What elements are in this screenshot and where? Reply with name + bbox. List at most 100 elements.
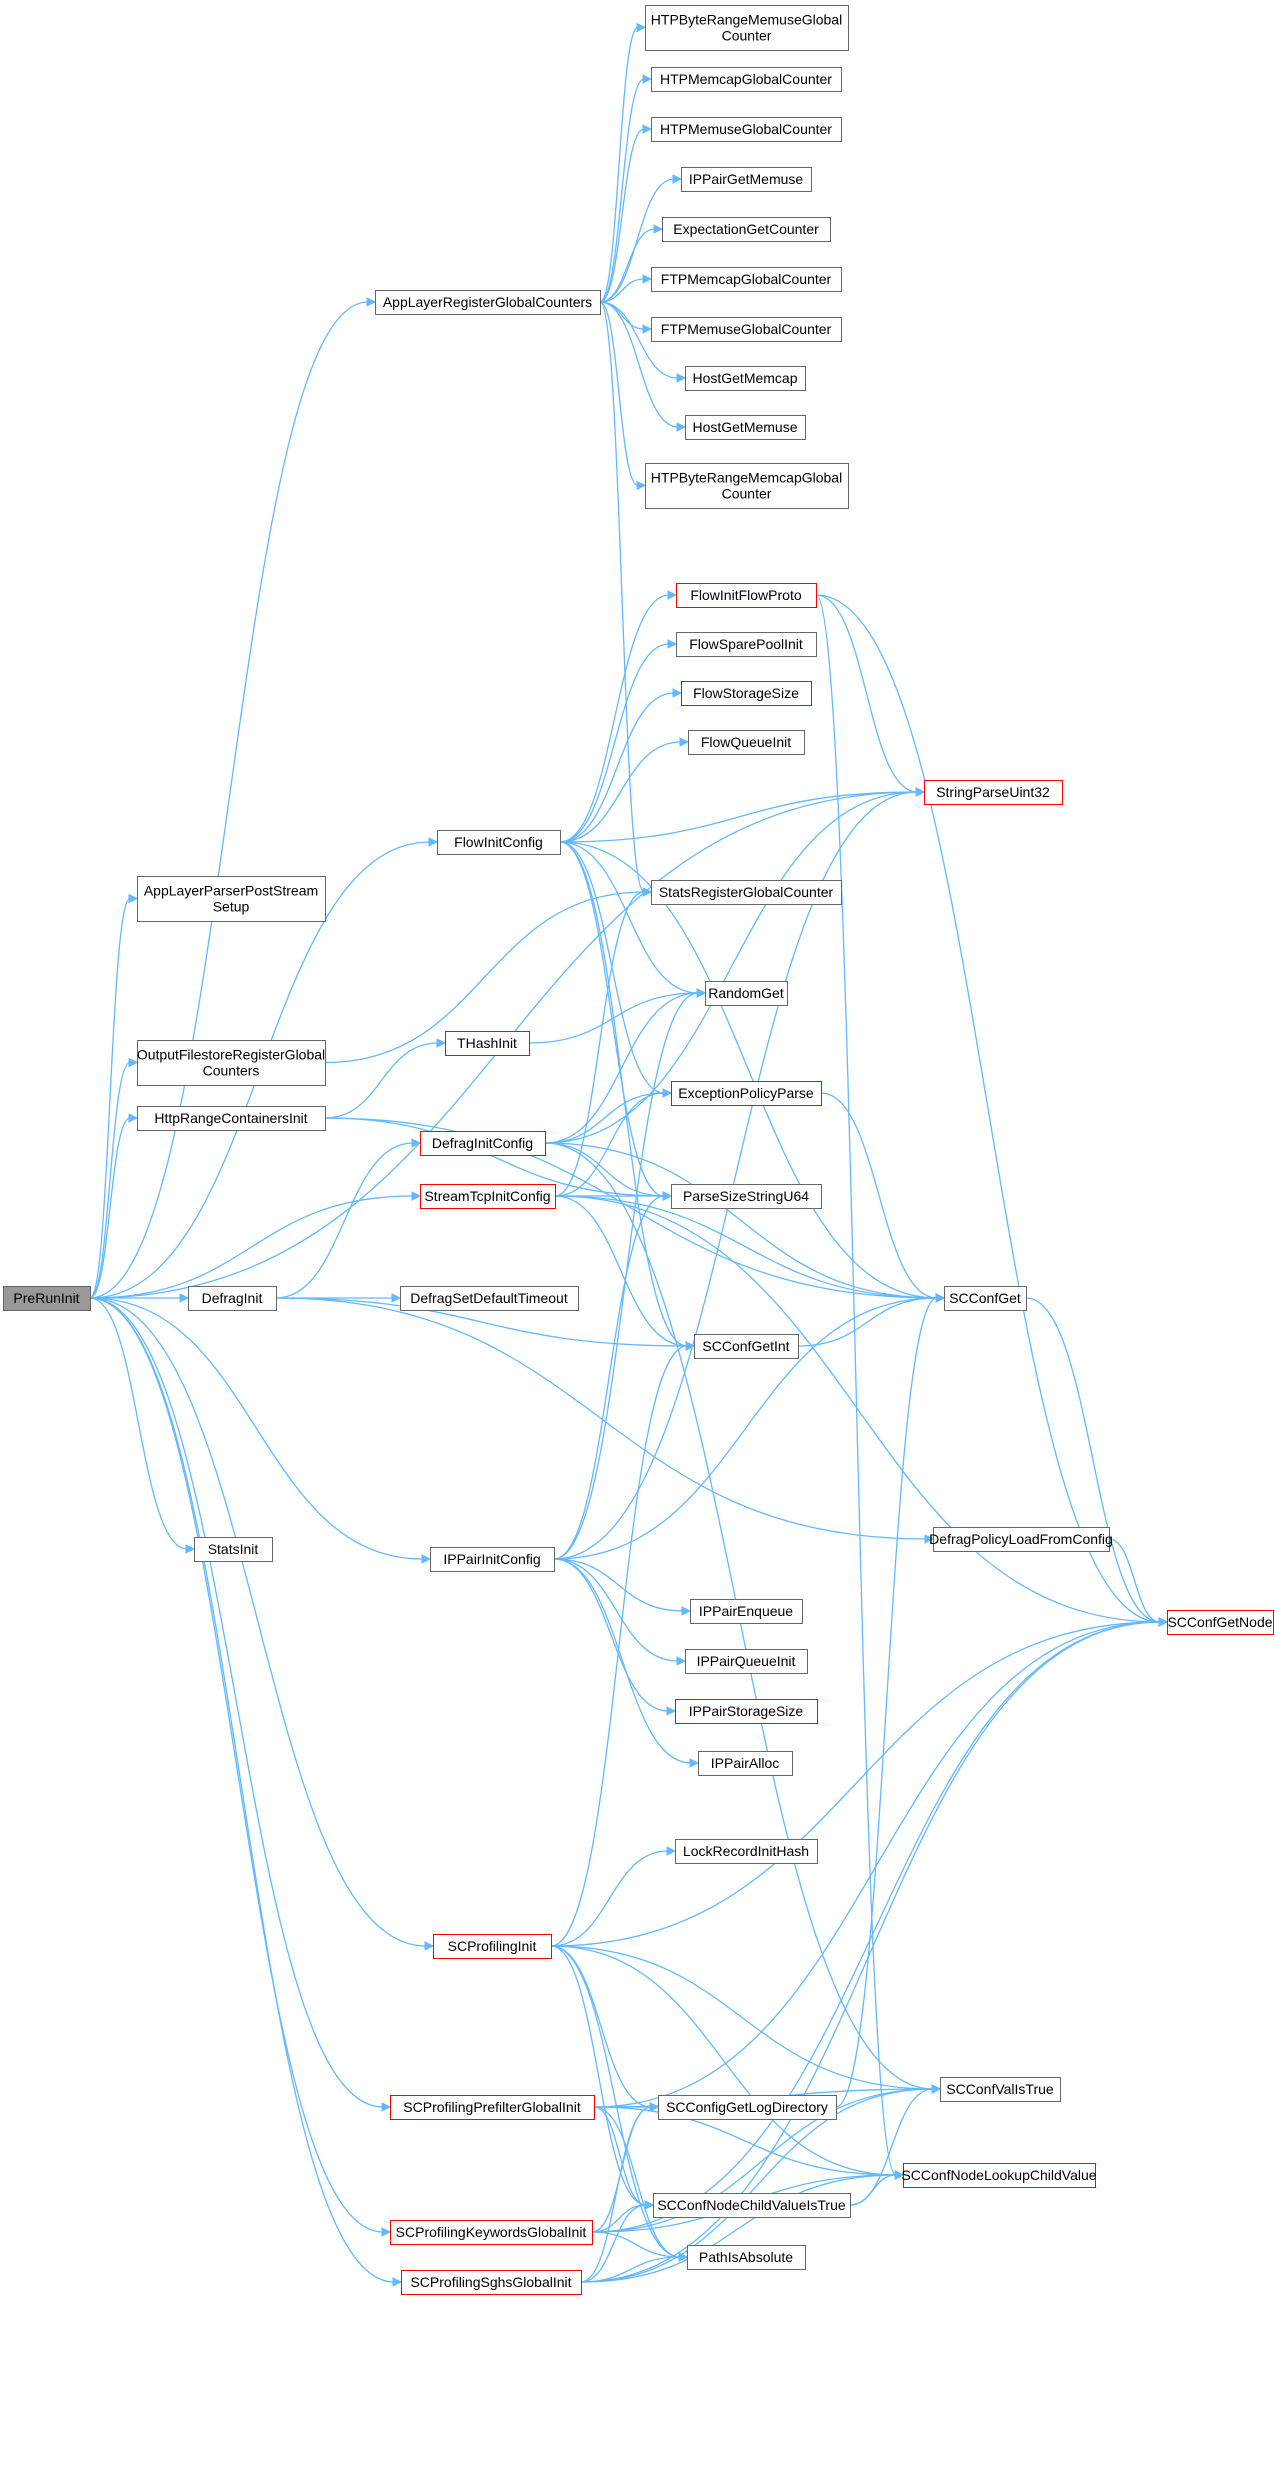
node-lock-record-init-hash[interactable]: LockRecordInitHash <box>675 1839 818 1864</box>
node-label: Counter <box>722 486 772 502</box>
node-flow-spare-pool-init[interactable]: FlowSparePoolInit <box>676 632 817 657</box>
node-label: IPPairQueueInit <box>697 1653 796 1669</box>
edge-stream-tcp-init-config-to-exception-policy-parse <box>554 1092 665 1197</box>
node-box <box>3 1286 91 1311</box>
node-string-parse-uint32[interactable]: StringParseUint32 <box>924 780 1063 805</box>
node-label: THashInit <box>457 1035 517 1051</box>
node-label: StatsRegisterGlobalCounter <box>659 884 834 900</box>
node-http-range-containers-init[interactable]: HttpRangeContainersInit <box>137 1106 326 1131</box>
edge-defrag-init-to-defrag-init-config <box>275 1142 414 1299</box>
node-box <box>681 681 812 706</box>
node-defrag-set-default-timeout[interactable]: DefragSetDefaultTimeout <box>400 1286 579 1311</box>
arrowhead-output-filestore-register-global-counters <box>128 1057 139 1068</box>
node-label: StreamTcpInitConfig <box>424 1188 550 1204</box>
edge-app-layer-register-global-counters-to-host-get-memuse <box>599 301 679 428</box>
node-path-is-absolute[interactable]: PathIsAbsolute <box>687 2245 806 2270</box>
node-flow-storage-size[interactable]: FlowStorageSize <box>681 681 812 706</box>
node-t-hash-init[interactable]: THashInit <box>445 1031 530 1056</box>
arrowhead-ip-pair-enqueue <box>681 1606 692 1616</box>
node-sc-conf-node-child-value-is-true[interactable]: SCConfNodeChildValueIsTrue <box>653 2193 851 2218</box>
node-sc-conf-val-is-true[interactable]: SCConfValIsTrue <box>940 2077 1061 2102</box>
arrowhead-defrag-set-default-timeout <box>391 1293 402 1303</box>
node-defrag-policy-load-from-config[interactable]: DefragPolicyLoadFromConfig <box>929 1527 1113 1552</box>
edge-sc-profiling-sghs-global-init-to-sc-conf-node-child-value-is-true <box>580 2204 647 2283</box>
node-stats-register-global-counter[interactable]: StatsRegisterGlobalCounter <box>651 880 842 905</box>
node-label: HostGetMemcap <box>692 370 797 386</box>
node-expectation-get-counter[interactable]: ExpectationGetCounter <box>662 217 831 242</box>
node-stream-tcp-init-config[interactable]: StreamTcpInitConfig <box>420 1184 556 1209</box>
node-ip-pair-alloc[interactable]: IPPairAlloc <box>698 1751 793 1776</box>
node-ip-pair-init-config[interactable]: IPPairInitConfig <box>430 1547 555 1572</box>
edge-stream-tcp-init-config-to-sc-conf-get-node <box>554 1195 1161 1623</box>
node-box <box>137 1106 326 1131</box>
arrowhead-ip-pair-queue-init <box>676 1656 687 1666</box>
node-sc-config-get-log-directory[interactable]: SCConfigGetLogDirectory <box>658 2095 837 2120</box>
node-parse-size-string-u64[interactable]: ParseSizeStringU64 <box>671 1184 822 1209</box>
node-flow-queue-init[interactable]: FlowQueueInit <box>688 730 805 755</box>
node-defrag-init[interactable]: DefragInit <box>188 1286 277 1311</box>
node-box <box>690 1599 803 1624</box>
node-box <box>651 267 842 292</box>
arrowhead-parse-size-string-u64 <box>662 1191 673 1201</box>
node-exception-policy-parse[interactable]: ExceptionPolicyParse <box>671 1081 822 1106</box>
node-label: IPPairStorageSize <box>689 1703 804 1719</box>
node-label: SCProfilingKeywordsGlobalInit <box>396 2224 587 2240</box>
node-sc-profiling-keywords-global-init[interactable]: SCProfilingKeywordsGlobalInit <box>390 2220 593 2245</box>
arrowhead-sc-profiling-sghs-global-init <box>392 2277 403 2287</box>
node-sc-profiling-sghs-global-init[interactable]: SCProfilingSghsGlobalInit <box>401 2270 582 2295</box>
node-ip-pair-get-memuse[interactable]: IPPairGetMemuse <box>681 167 812 192</box>
node-box <box>685 366 806 391</box>
node-box <box>675 1839 818 1864</box>
node-label: HTPByteRangeMemuseGlobal <box>651 12 842 28</box>
node-ip-pair-queue-init[interactable]: IPPairQueueInit <box>685 1649 808 1674</box>
edge-sc-profiling-sghs-global-init-to-sc-conf-node-lookup-child-value <box>580 2174 897 2283</box>
node-ftp-memuse-global-counter[interactable]: FTPMemuseGlobalCounter <box>651 317 842 342</box>
node-stats-init[interactable]: StatsInit <box>194 1537 273 1562</box>
node-host-get-memcap[interactable]: HostGetMemcap <box>685 366 806 391</box>
node-ftp-memcap-global-counter[interactable]: FTPMemcapGlobalCounter <box>651 267 842 292</box>
node-flow-init-flow-proto[interactable]: FlowInitFlowProto <box>676 583 817 608</box>
node-box <box>390 2095 595 2120</box>
node-htp-memuse-global-counter[interactable]: HTPMemuseGlobalCounter <box>651 117 842 142</box>
node-app-layer-register-global-counters[interactable]: AppLayerRegisterGlobalCounters <box>375 290 601 315</box>
node-ip-pair-storage-size[interactable]: IPPairStorageSize <box>675 1699 818 1724</box>
edge-app-layer-register-global-counters-to-htp-byte-range-memuse-global-counter <box>599 26 639 303</box>
node-sc-profiling-prefilter-global-init[interactable]: SCProfilingPrefilterGlobalInit <box>390 2095 595 2120</box>
node-sc-conf-node-lookup-child-value[interactable]: SCConfNodeLookupChildValue <box>901 2163 1097 2188</box>
edge-exception-policy-parse-to-sc-conf-get <box>820 1092 938 1299</box>
node-sc-conf-get[interactable]: SCConfGet <box>944 1286 1027 1311</box>
node-label: SCProfilingSghsGlobalInit <box>410 2274 571 2290</box>
arrowhead-http-range-containers-init <box>128 1113 139 1123</box>
edge-sc-profiling-keywords-global-init-to-sc-conf-val-is-true <box>591 2088 934 2233</box>
node-box <box>705 981 788 1006</box>
node-ip-pair-enqueue[interactable]: IPPairEnqueue <box>690 1599 803 1624</box>
node-box <box>390 2220 593 2245</box>
node-label: HTPMemuseGlobalCounter <box>660 121 832 137</box>
node-sc-conf-get-node[interactable]: SCConfGetNode <box>1167 1610 1274 1635</box>
arrowhead-htp-byte-range-memcap-global-counter <box>636 480 647 491</box>
edge-stream-tcp-init-config-to-stats-register-global-counter <box>554 891 645 1197</box>
arrowhead-exception-policy-parse <box>662 1088 673 1098</box>
node-sc-conf-get-int[interactable]: SCConfGetInt <box>694 1334 799 1359</box>
node-box <box>671 1184 822 1209</box>
node-htp-memcap-global-counter[interactable]: HTPMemcapGlobalCounter <box>651 67 842 92</box>
edge-pre-run-init-to-ip-pair-init-config <box>89 1297 424 1560</box>
node-box <box>375 290 601 315</box>
node-box <box>445 1031 530 1056</box>
node-box <box>430 1547 555 1572</box>
edge-app-layer-register-global-counters-to-htp-memuse-global-counter <box>599 128 645 303</box>
node-host-get-memuse[interactable]: HostGetMemuse <box>685 415 806 440</box>
node-defrag-init-config[interactable]: DefragInitConfig <box>420 1131 546 1156</box>
node-box <box>676 632 817 657</box>
node-box <box>188 1286 277 1311</box>
node-random-get[interactable]: RandomGet <box>705 981 788 1006</box>
node-label: PreRunInit <box>13 1290 79 1306</box>
arrowhead-defrag-policy-load-from-config <box>924 1534 935 1544</box>
node-flow-init-config[interactable]: FlowInitConfig <box>437 830 561 855</box>
node-sc-profiling-init[interactable]: SCProfilingInit <box>433 1934 552 1959</box>
